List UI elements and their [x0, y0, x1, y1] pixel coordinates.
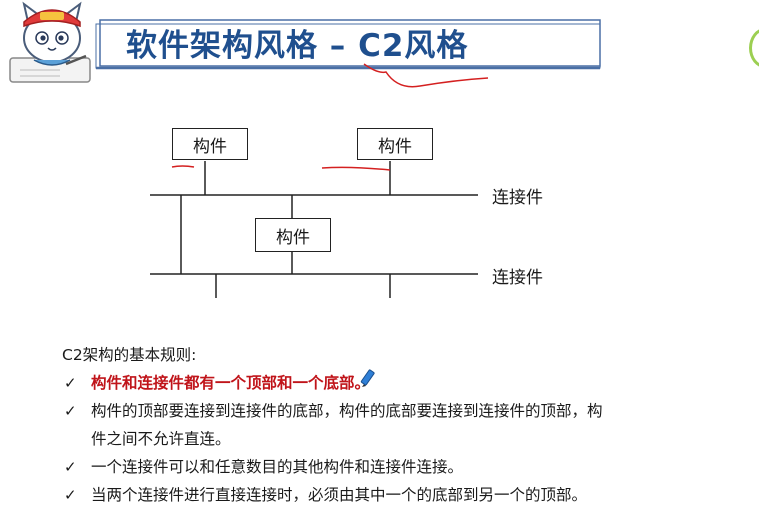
check-icon: ✓: [64, 396, 77, 426]
component-box-middle: 构件: [255, 218, 331, 252]
rule-text: 件之间不允许直连。: [91, 424, 231, 454]
rule-text: 一个连接件可以和任意数目的其他构件和连接件连接。: [91, 452, 463, 482]
rule-text: 构件的顶部要连接到连接件的底部，构件的底部要连接到连接件的顶部，构: [91, 396, 603, 426]
rule-text: 构件和连接件都有一个顶部和一个底部。: [91, 368, 370, 398]
c2-architecture-diagram: [0, 0, 759, 320]
check-icon: ✓: [64, 452, 77, 482]
component-box-top-left: 构件: [172, 128, 248, 160]
component-box-top-right: 构件: [357, 128, 433, 160]
check-icon: ✓: [64, 368, 77, 398]
pen-cursor-icon: [360, 366, 380, 388]
check-icon: ✓: [64, 480, 77, 510]
connector-label-bottom: 连接件: [492, 263, 543, 288]
rules-heading: C2架构的基本规则:: [62, 340, 196, 370]
rule-text: 当两个连接件进行直接连接时，必须由其中一个的底部到另一个的顶部。: [91, 480, 587, 510]
connector-label-top: 连接件: [492, 183, 543, 208]
